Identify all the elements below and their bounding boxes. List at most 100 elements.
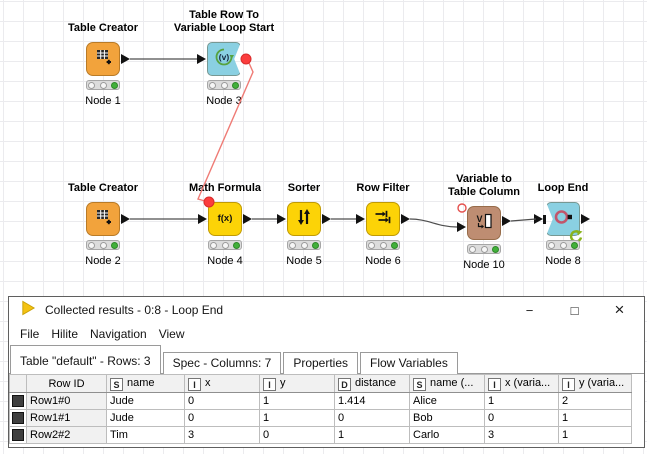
data-cell[interactable]: 0 (334, 409, 410, 427)
data-cell[interactable]: 1 (558, 409, 632, 427)
menu-hilite[interactable]: Hilite (51, 327, 79, 341)
data-cell[interactable]: Tim (106, 426, 185, 444)
node-8-name: Node 8 (545, 255, 581, 267)
node-10-out-port[interactable] (502, 216, 511, 226)
data-cell[interactable]: 3 (184, 426, 260, 444)
data-cell[interactable]: 0 (184, 392, 260, 410)
data-cell[interactable]: 3 (484, 426, 559, 444)
node-6-body[interactable] (366, 202, 400, 236)
close-button[interactable]: × (614, 300, 625, 319)
status-off-light (221, 241, 229, 249)
data-cell[interactable]: Alice (409, 392, 485, 410)
menu-navigation[interactable]: Navigation (90, 327, 147, 341)
data-cell[interactable]: 0 (184, 409, 260, 427)
node-2-body[interactable] (86, 202, 120, 236)
tab-table-default-rows-3[interactable]: Table "default" - Rows: 3 (10, 345, 161, 374)
tab-flow-variables[interactable]: Flow Variables (360, 352, 458, 374)
row-marker-cell (9, 426, 27, 444)
data-cell[interactable]: 1.414 (334, 392, 410, 410)
window-title-bar[interactable]: Collected results - 0:8 - Loop End − □ × (9, 297, 644, 323)
node-3-in-port[interactable] (197, 54, 206, 64)
node-10-in-port[interactable] (457, 222, 466, 232)
node-5-body[interactable] (287, 202, 321, 236)
data-cell[interactable]: 1 (484, 392, 559, 410)
data-cell[interactable]: 2 (558, 392, 632, 410)
svg-text:f(x): f(x) (218, 213, 233, 224)
status-off-light (88, 81, 95, 89)
node10-flowvar-in-port[interactable] (457, 203, 467, 213)
tab-properties[interactable]: Properties (283, 352, 359, 374)
node-8-in-port[interactable] (534, 214, 543, 224)
node-6-in-port[interactable] (356, 214, 365, 224)
status-off-light (220, 81, 228, 89)
node-4-out-port[interactable] (243, 214, 252, 224)
menu-bar: File Hilite Navigation View (9, 323, 644, 345)
node-4-body[interactable]: f(x) (208, 202, 242, 236)
data-cell[interactable]: Jude (106, 392, 185, 410)
node-6-status-light (366, 240, 400, 250)
node-1-body[interactable] (86, 42, 120, 76)
maximize-button[interactable]: □ (570, 302, 579, 318)
node-8-out-port[interactable] (581, 214, 590, 224)
data-cell[interactable]: Bob (409, 409, 485, 427)
node-title-line: Table Creator (67, 22, 139, 34)
data-cell[interactable]: 0 (484, 409, 559, 427)
node-3-body[interactable]: (v) (207, 42, 241, 76)
tab-spec-columns-7[interactable]: Spec - Columns: 7 (162, 352, 282, 374)
node-2-title: Table Creator (33, 182, 173, 195)
node-6-out-port[interactable] (401, 214, 410, 224)
node3-flowvar-out-port[interactable] (240, 53, 252, 65)
node-5-out-port[interactable] (322, 214, 331, 224)
menu-file[interactable]: File (20, 327, 40, 341)
row-color-marker (12, 429, 24, 441)
data-cell[interactable]: 1 (259, 409, 335, 427)
svg-text:V: V (477, 214, 483, 224)
data-cell[interactable]: 1 (259, 392, 335, 410)
menu-view[interactable]: View (158, 327, 185, 341)
node-5-in-port[interactable] (277, 214, 286, 224)
status-green-light (233, 241, 240, 249)
node-2-status-light (86, 240, 120, 250)
column-header-row-id[interactable]: Row ID (26, 374, 107, 393)
node-4-in-port[interactable] (198, 214, 207, 224)
connection-node10-node8[interactable] (510, 218, 537, 222)
data-cell[interactable]: 1 (334, 426, 410, 444)
data-cell[interactable]: 1 (558, 426, 632, 444)
status-green-light (111, 241, 118, 249)
loop-start-variable-icon: (v) (213, 46, 235, 73)
minimize-button[interactable]: − (525, 302, 534, 318)
node-1-out-port[interactable] (121, 54, 130, 64)
node-1-status-light (86, 80, 120, 90)
variable-to-column-icon: V (474, 211, 494, 236)
connection-node6-node10[interactable] (409, 218, 458, 228)
row-marker-header (9, 374, 27, 393)
node-2-out-port[interactable] (121, 214, 130, 224)
data-cell[interactable]: Carlo (409, 426, 485, 444)
data-cell[interactable]: 0 (259, 426, 335, 444)
loop-end-icon (553, 207, 574, 232)
data-cell[interactable]: Jude (106, 409, 185, 427)
row-id-cell: Row1#1 (26, 409, 107, 427)
column-type-d-icon: D (338, 377, 351, 391)
node-10-body[interactable]: V (467, 206, 501, 240)
